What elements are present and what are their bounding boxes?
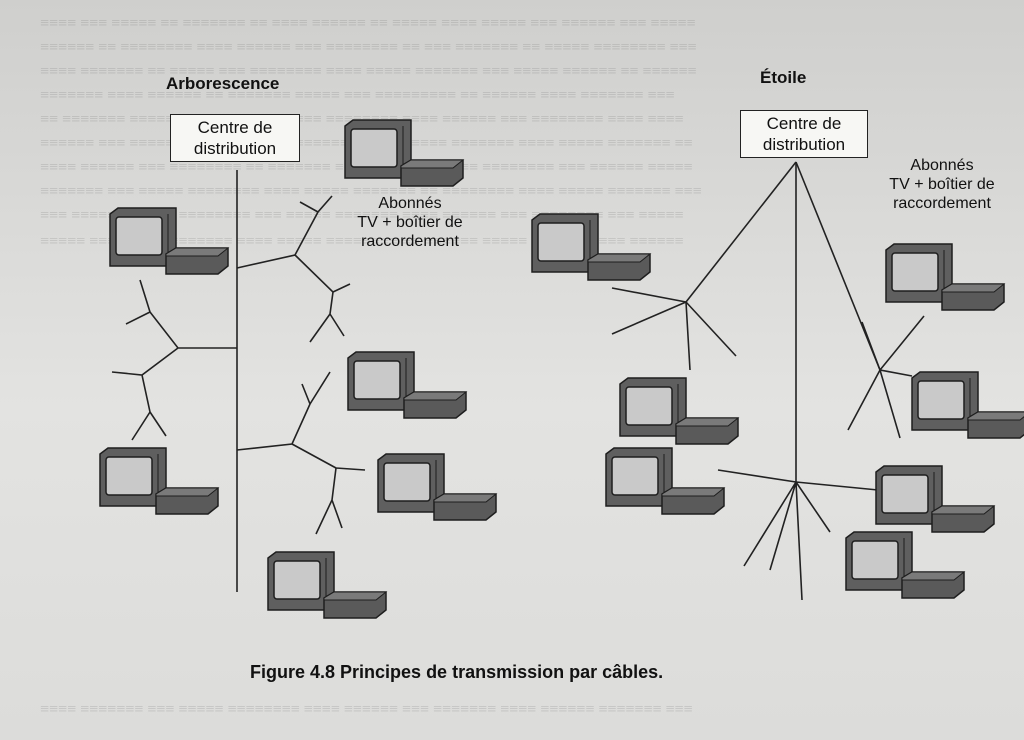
tv-subscriber-icon xyxy=(875,465,995,533)
tv-subscriber-icon xyxy=(109,207,229,275)
branch-line xyxy=(111,279,237,441)
tree-network xyxy=(111,170,366,592)
branch-line xyxy=(236,371,366,535)
feeder-line xyxy=(795,161,881,371)
tv-subscriber-icon xyxy=(845,531,965,599)
tv-subscriber-icon xyxy=(885,243,1005,311)
bleed-through-text: ≡≡≡≡ ≡≡≡≡≡≡≡ ≡≡≡ ≡≡≡≡≡ ≡≡≡≡≡≡≡≡ ≡≡≡≡ ≡≡≡… xyxy=(40,701,693,718)
bleed-through-text: ≡≡≡≡≡ ≡≡≡≡≡≡ ≡≡ ≡≡≡≡≡≡≡ ≡≡≡≡ ≡≡≡≡≡ ≡≡≡≡≡… xyxy=(40,233,684,250)
bleed-through-text: ≡≡≡≡≡≡≡ ≡≡≡≡ ≡≡≡≡≡≡ ≡≡ ≡≡≡≡≡≡≡ ≡≡≡≡≡ ≡≡≡… xyxy=(40,87,675,104)
tv-subscriber-icon xyxy=(344,119,464,187)
right-distribution-center: Centre de distribution xyxy=(740,110,868,158)
bleed-through-text: ≡≡≡≡ ≡≡≡ ≡≡≡≡≡ ≡≡ ≡≡≡≡≡≡≡ ≡≡ ≡≡≡≡ ≡≡≡≡≡≡… xyxy=(40,15,696,32)
tv-subscriber-icon xyxy=(267,551,387,619)
tv-subscriber-icon xyxy=(347,351,467,419)
tree-title: Arborescence xyxy=(166,74,280,93)
bleed-through-text: ≡≡≡≡≡≡ ≡≡ ≡≡≡≡≡≡≡≡ ≡≡≡≡ ≡≡≡≡≡≡ ≡≡≡ ≡≡≡≡≡… xyxy=(40,39,697,56)
tv-subscriber-icon xyxy=(619,377,739,445)
star-network xyxy=(611,161,925,601)
feeder-line xyxy=(685,161,797,303)
tv-subscriber-icon xyxy=(99,447,219,515)
tv-subscriber-icon xyxy=(911,371,1024,439)
tv-subscriber-icon xyxy=(531,213,651,281)
star-node xyxy=(847,315,925,439)
distribution-label: Centre de distribution xyxy=(762,114,846,154)
bleed-through-text: ≡≡≡ ≡≡≡≡≡≡≡ ≡≡≡≡ ≡≡≡≡≡≡≡≡ ≡≡≡ ≡≡≡≡≡ ≡≡≡≡… xyxy=(40,207,684,224)
left-distribution-center: Centre de distribution xyxy=(170,114,300,162)
bleed-through-text: ≡≡≡≡≡≡≡ ≡≡≡ ≡≡≡≡≡ ≡≡≡≡≡≡≡≡ ≡≡≡≡ ≡≡≡≡≡ ≡≡… xyxy=(40,183,702,200)
star-node xyxy=(717,469,879,601)
branch-line xyxy=(236,195,351,343)
right-subscribers-label: Abonnés TV + boîtier de raccordement xyxy=(866,156,1018,213)
subscribers-text: Abonnés TV + boîtier de raccordement xyxy=(889,157,995,212)
star-title: Étoile xyxy=(760,68,807,87)
bleed-through-text: ≡≡≡≡ ≡≡≡≡≡≡≡ ≡≡ ≡≡≡≡≡ ≡≡≡ ≡≡≡≡≡≡≡≡ ≡≡≡≡ … xyxy=(40,63,697,80)
distribution-label: Centre de distribution xyxy=(193,118,277,158)
figure-caption: Figure 4.8 Principes de transmission par… xyxy=(250,662,664,682)
subscribers-text: Abonnés TV + boîtier de raccordement xyxy=(357,195,463,250)
tv-subscriber-icon xyxy=(377,453,497,521)
left-subscribers-label: Abonnés TV + boîtier de raccordement xyxy=(322,194,498,251)
star-node xyxy=(611,287,737,371)
tv-subscriber-icon xyxy=(605,447,725,515)
